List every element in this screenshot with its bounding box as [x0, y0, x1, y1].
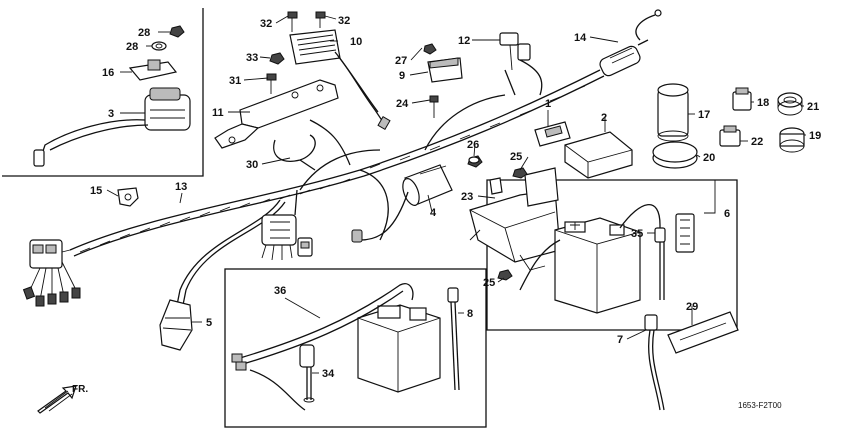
callout-26: 26: [467, 139, 479, 151]
callout-22: 22: [751, 136, 763, 148]
callout-33: 33: [246, 52, 258, 64]
callout-34: 34: [322, 368, 335, 380]
battery-band: [667, 311, 739, 354]
harness-connector-cluster: [22, 239, 81, 307]
callout-1: 1: [545, 98, 551, 110]
callout-5: 5: [206, 317, 212, 329]
sub-harness-30: [273, 134, 316, 171]
nut-33: [269, 52, 285, 65]
battery-alt: [231, 283, 441, 393]
callout-2: 2: [601, 112, 607, 124]
callout-35: 35: [631, 228, 643, 240]
callout-19: 19: [809, 130, 821, 142]
breather-tube-7: [644, 314, 665, 411]
relay-18: [732, 87, 752, 111]
clamp-15: [117, 187, 139, 207]
callout-14: 14: [574, 32, 587, 44]
callout-23: 23: [461, 191, 473, 203]
cable-34: [249, 344, 315, 411]
callout-29: 29: [686, 301, 698, 313]
callout-36: 36: [274, 285, 286, 297]
callout-17: 17: [698, 109, 710, 121]
regulator-rectifier: [289, 29, 391, 131]
bolts-25: [497, 167, 528, 281]
fuse-box: [564, 131, 633, 179]
callout-25-b: 25: [483, 277, 495, 289]
regulator-bracket: [214, 79, 339, 149]
fuse-22: [719, 125, 741, 147]
callout-18: 18: [757, 97, 769, 109]
harness-connector-lower: [261, 214, 313, 261]
cdi-holder: [128, 59, 178, 81]
grommet-21: [777, 92, 803, 116]
callout-31: 31: [229, 75, 241, 87]
callout-25-a: 25: [510, 151, 522, 163]
tube-8: [447, 287, 460, 391]
callout-16: 16: [102, 67, 114, 79]
callout-32-b: 32: [338, 15, 350, 27]
battery-box: [469, 167, 561, 271]
connector-12: [499, 32, 531, 71]
front-label: FR.: [72, 384, 88, 395]
horn: [657, 83, 689, 142]
callout-32-a: 32: [260, 18, 272, 30]
nut-26: [467, 155, 483, 168]
battery: [519, 204, 661, 314]
callout-4: 4: [430, 207, 437, 219]
inset-frame-battery-alt: [224, 268, 487, 428]
drawing-code: 1653-F2T00: [738, 401, 782, 410]
inset-frame-cdi: [2, 8, 204, 177]
callout-20: 20: [703, 152, 715, 164]
breather-tube-35: [654, 227, 666, 300]
leader-lines: [106, 15, 806, 374]
callout-11: 11: [212, 107, 224, 119]
callout-24: 24: [396, 98, 409, 110]
callout-27: 27: [395, 55, 407, 67]
battery-box-fuse: [675, 213, 695, 253]
callout-8: 8: [467, 308, 473, 320]
callout-13: 13: [175, 181, 187, 193]
nut-27: [423, 43, 437, 55]
cdi-unit: [33, 87, 191, 167]
callout-28-b: 28: [126, 41, 138, 53]
ignition-coil: [351, 164, 453, 243]
front-direction-arrow: FR.: [37, 384, 88, 414]
holder-9: [427, 57, 463, 83]
callout-12: 12: [458, 35, 470, 47]
connector-1: [534, 121, 571, 147]
nut-washer-28: [151, 25, 185, 51]
cap-19: [779, 127, 805, 153]
callout-15: 15: [90, 185, 102, 197]
callout-28-a: 28: [138, 27, 150, 39]
wire-harness: [69, 59, 605, 311]
callout-10: 10: [350, 36, 362, 48]
callout-9: 9: [399, 70, 405, 82]
bolts-32: [287, 11, 326, 32]
callout-3: 3: [108, 108, 114, 120]
spark-plug-cap: [159, 299, 193, 351]
callout-30: 30: [246, 159, 258, 171]
callout-6: 6: [724, 208, 730, 220]
bolt-31: [266, 73, 277, 94]
fuse-holder: [599, 9, 662, 77]
bolt-24: [429, 95, 439, 118]
horn-bracket: [652, 141, 698, 169]
callout-21: 21: [807, 101, 819, 113]
callout-7: 7: [617, 334, 623, 346]
